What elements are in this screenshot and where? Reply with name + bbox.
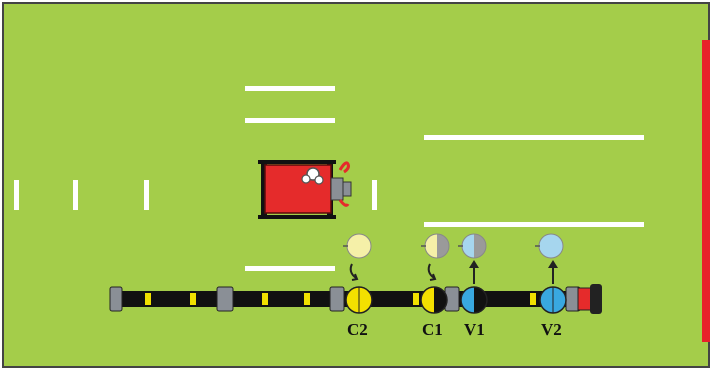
- valve-c2: [346, 287, 372, 313]
- label-c1: C1: [422, 320, 443, 339]
- edge-band: [702, 40, 710, 342]
- valve-v2: [540, 287, 566, 313]
- label-c2: C2: [347, 320, 368, 339]
- label-v1: V1: [464, 320, 485, 339]
- label-v2: V2: [541, 320, 562, 339]
- end-cap-icon: [578, 284, 602, 314]
- valve-c1: [421, 287, 447, 313]
- valve-v1: [461, 287, 487, 313]
